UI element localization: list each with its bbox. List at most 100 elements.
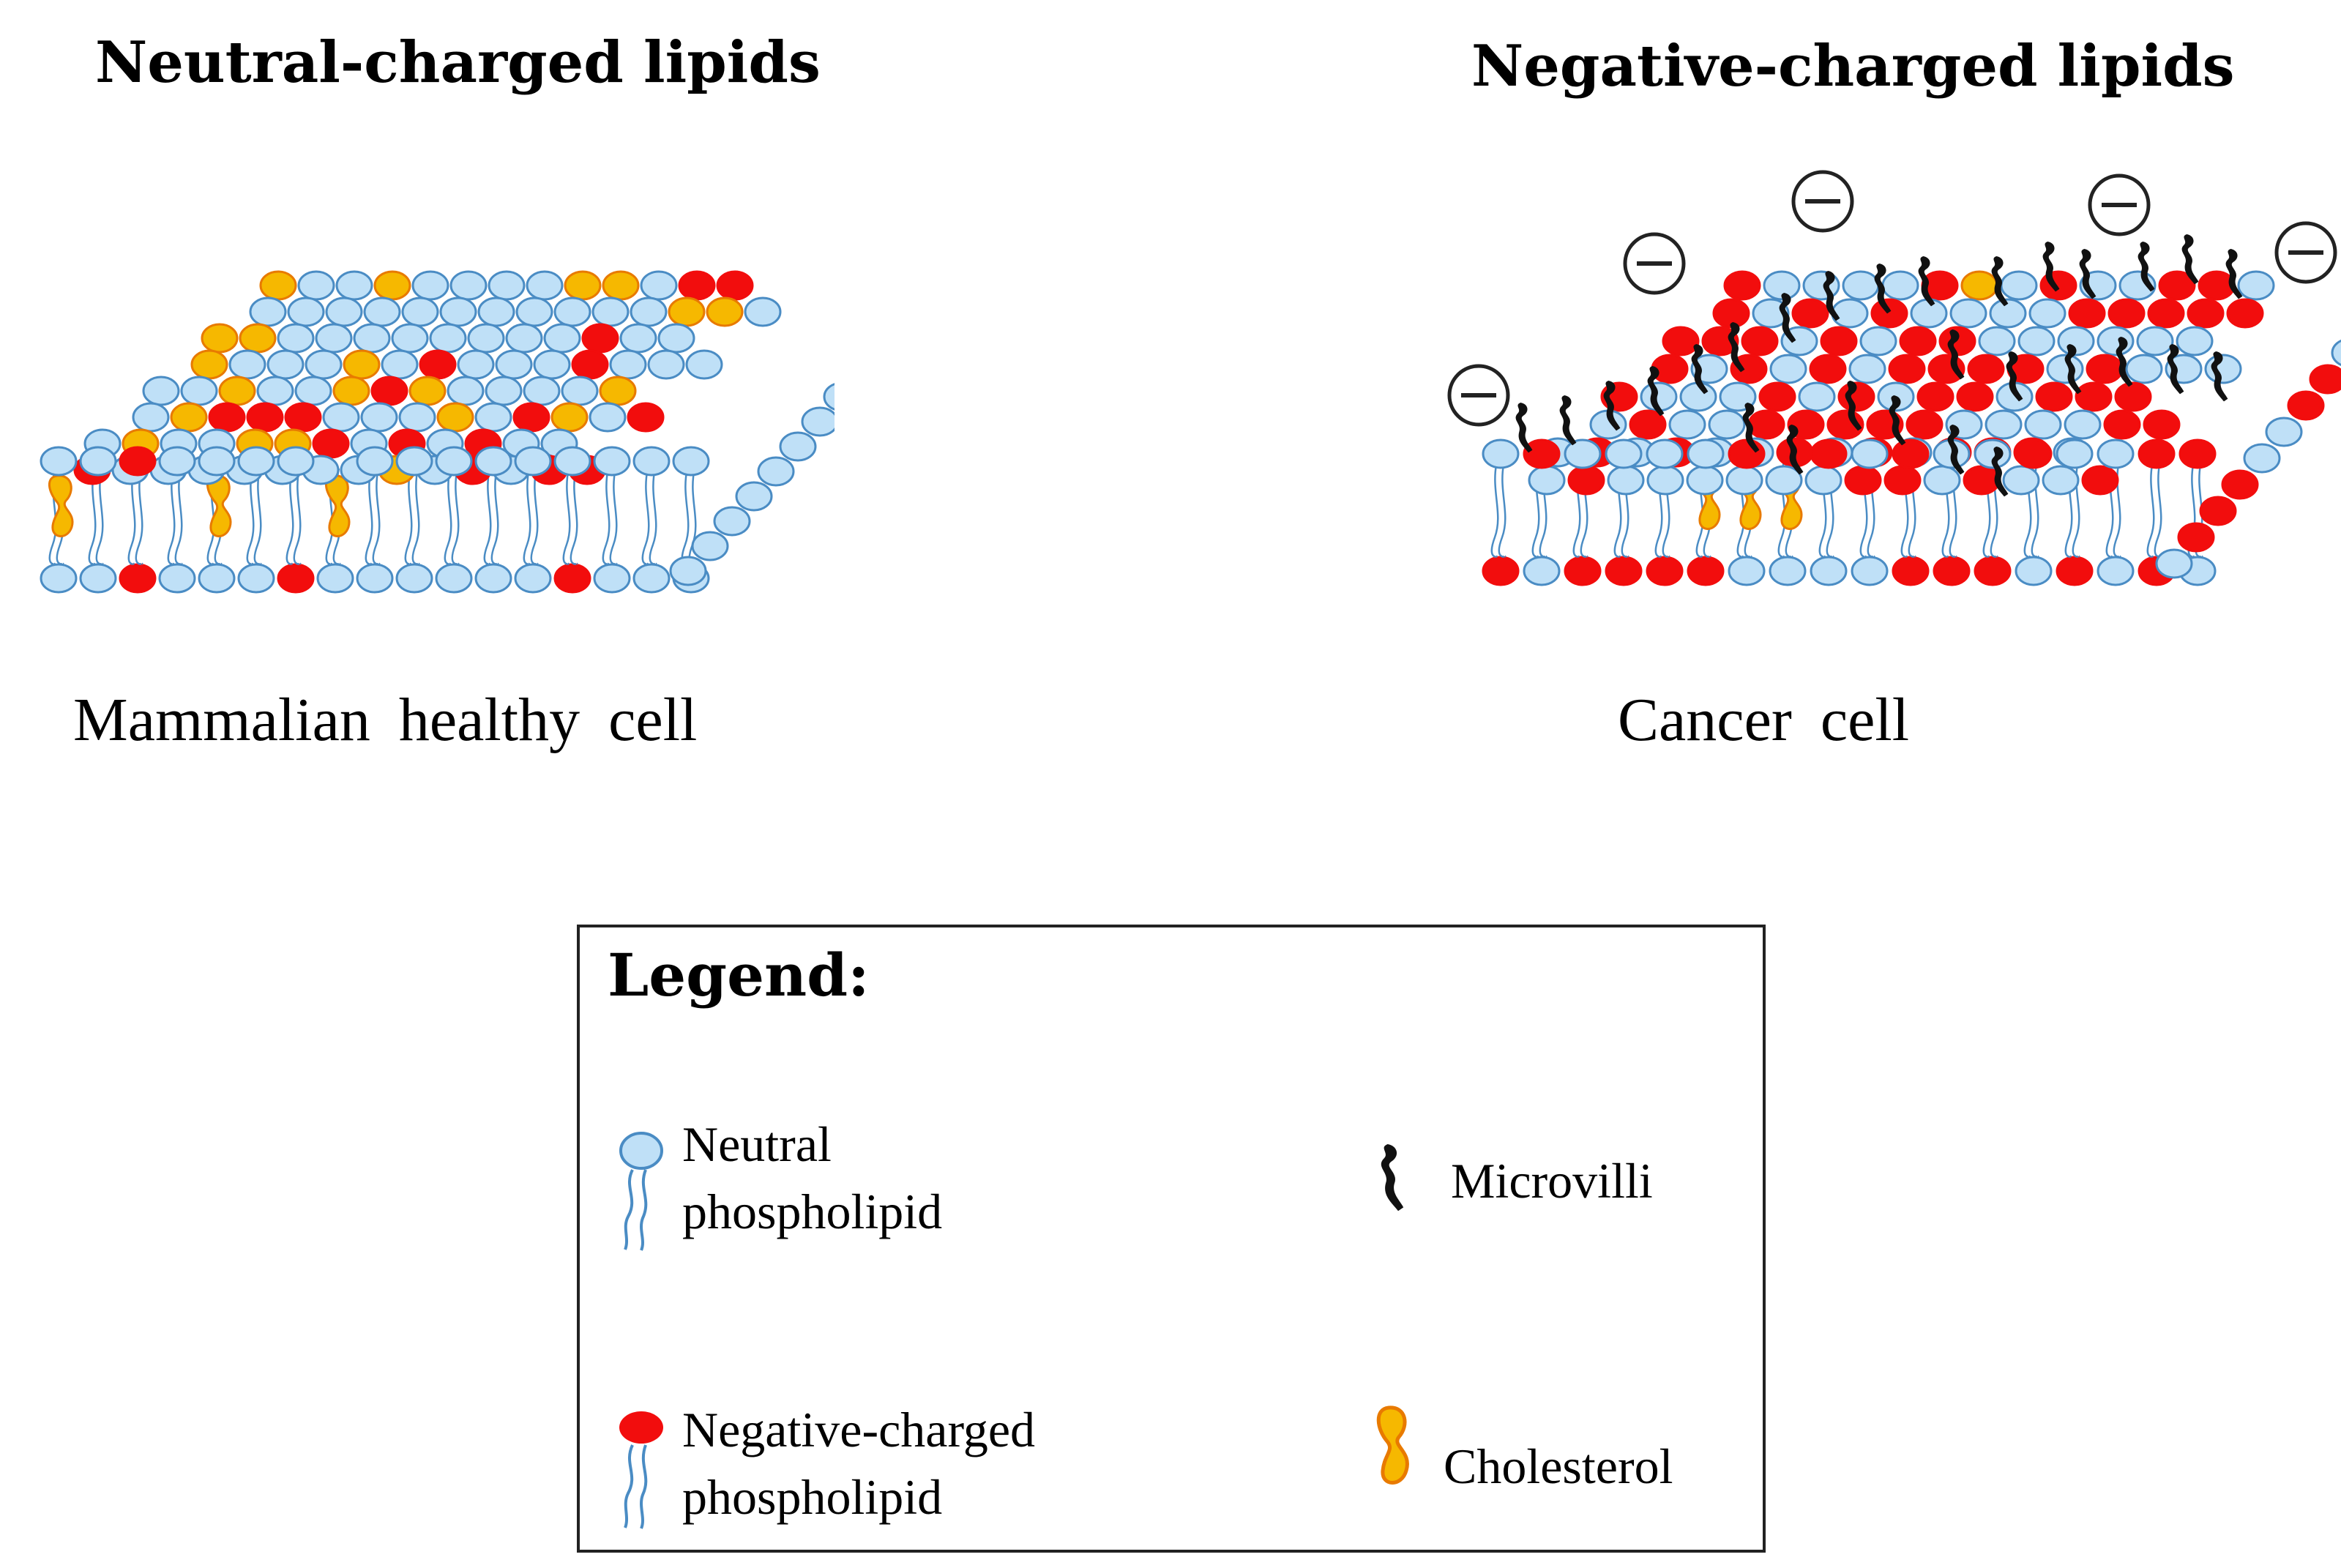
neutral-head xyxy=(474,563,512,594)
neutral-head xyxy=(158,563,196,594)
negative-head xyxy=(1791,298,1829,329)
microvillus xyxy=(1874,264,1892,314)
neutral-head xyxy=(657,323,695,354)
lipid-tail xyxy=(1490,460,1506,558)
minus-circle-icon xyxy=(1623,232,1686,295)
negative-head xyxy=(1747,409,1785,440)
microvillus xyxy=(1786,425,1804,475)
left-panel-caption: Mammalian healthy cell xyxy=(73,686,698,754)
negative-head xyxy=(1933,556,1971,586)
negative-head xyxy=(1730,354,1768,384)
neutral-head xyxy=(142,376,180,406)
neutral-head xyxy=(277,446,315,477)
neutral-head xyxy=(266,349,305,380)
neutral-head xyxy=(488,270,526,301)
neutral-head xyxy=(713,506,751,537)
neutral-head xyxy=(735,481,773,512)
neutral-head xyxy=(495,349,533,380)
negative-head xyxy=(277,563,315,594)
neutral-head xyxy=(2028,298,2066,329)
negative-head xyxy=(1723,270,1761,301)
neutral-head xyxy=(2015,556,2053,586)
negative-head xyxy=(716,270,754,301)
negative-head xyxy=(2075,381,2113,412)
neutral-head xyxy=(1523,556,1561,586)
neutral-head xyxy=(457,349,495,380)
negative-head xyxy=(2199,496,2237,526)
neutral-head xyxy=(1923,465,1961,496)
minus-circle-icon xyxy=(2274,221,2337,284)
negative-head xyxy=(1687,556,1725,586)
neutral-head xyxy=(1798,381,1836,412)
neutral-head xyxy=(1881,270,1919,301)
negative-head xyxy=(1967,354,2005,384)
neutral-head xyxy=(467,323,505,354)
neutral-head xyxy=(435,563,473,594)
microvillus xyxy=(2211,351,2228,402)
neutral-head xyxy=(757,456,795,487)
neutral-head xyxy=(2331,339,2341,367)
neutral-head xyxy=(237,446,275,477)
negative-head xyxy=(2147,298,2185,329)
neutral-head xyxy=(315,323,353,354)
negative-head xyxy=(1809,354,1847,384)
neutral-head xyxy=(1804,465,1842,496)
neutral-head xyxy=(363,296,401,327)
neutral-head xyxy=(198,563,236,594)
negative-head xyxy=(1888,354,1926,384)
neutral-head xyxy=(1607,465,1645,496)
neutral-head xyxy=(1528,465,1566,496)
neutral-head xyxy=(294,376,332,406)
neutral-head xyxy=(180,376,218,406)
negative-phospholipid-label: Negative-charged phospholipid xyxy=(682,1402,1036,1525)
microvillus xyxy=(2064,344,2082,395)
negative-head xyxy=(2114,381,2152,412)
negative-head xyxy=(1883,465,1922,496)
neutral-head xyxy=(2097,326,2135,356)
neutral-head xyxy=(553,446,591,477)
neutral-head xyxy=(322,402,360,433)
neutral-head xyxy=(1765,465,1803,496)
neutral-head xyxy=(1687,438,1725,469)
negative-head xyxy=(553,563,591,594)
neutral-head xyxy=(477,296,515,327)
cholesterol-head xyxy=(190,349,228,380)
neutral-head xyxy=(1974,438,2012,469)
neutral-head xyxy=(277,323,315,354)
neutral-head xyxy=(398,402,436,433)
neutral-head xyxy=(589,402,627,433)
neutral-head xyxy=(256,376,294,406)
cholesterol-head xyxy=(373,270,411,301)
neutral-head xyxy=(316,563,354,594)
lipid-tail xyxy=(523,468,539,565)
negative-head xyxy=(1905,409,1944,440)
right-panel-caption: Cancer cell xyxy=(1618,686,1910,754)
cholesterol-molecule xyxy=(206,474,232,537)
cholesterol-head xyxy=(408,376,447,406)
neutral-head xyxy=(505,323,543,354)
negative-head xyxy=(1605,556,1643,586)
negative-head xyxy=(208,402,246,433)
cholesterol-head xyxy=(170,402,208,433)
legend: Legend: Neutral phospholipid Negative-ch… xyxy=(577,925,1766,1553)
cholesterol-head xyxy=(436,402,474,433)
negative-head xyxy=(1728,438,1766,469)
lipid-tail xyxy=(167,468,183,565)
neutral-head xyxy=(669,556,707,586)
neutral-head xyxy=(744,296,782,327)
neutral-head xyxy=(779,431,817,462)
cholesterol-head xyxy=(550,402,589,433)
negative-head xyxy=(419,349,457,380)
neutral-head xyxy=(391,323,429,354)
neutral-head xyxy=(447,376,485,406)
neutral-head xyxy=(297,270,335,301)
cholesterol-head xyxy=(706,296,744,327)
neutral-head xyxy=(237,563,275,594)
lipid-tail xyxy=(444,468,460,565)
negative-head xyxy=(2309,364,2341,395)
cholesterol-head xyxy=(239,323,277,354)
negative-head xyxy=(2056,556,2094,586)
neutral-head xyxy=(429,323,467,354)
legend-title: Legend: xyxy=(608,941,870,1009)
negative-head xyxy=(1899,326,1937,356)
